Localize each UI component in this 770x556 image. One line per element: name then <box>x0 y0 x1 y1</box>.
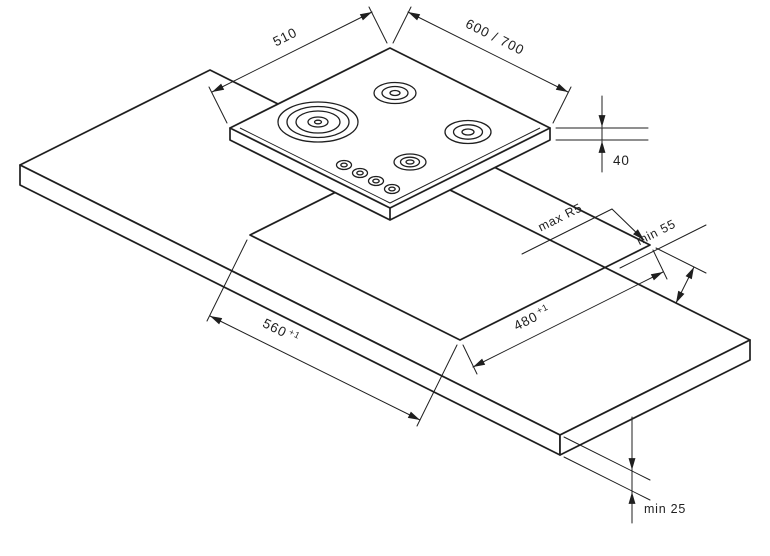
burner-right <box>444 119 492 145</box>
cutout-width-tolerance: +1 <box>287 327 302 341</box>
extension-line <box>368 6 388 44</box>
corner-radius-label: max R5 <box>536 201 585 235</box>
control-knob-cap <box>356 170 364 176</box>
dim-hob-height: 40 <box>555 95 649 173</box>
leader-line <box>611 208 645 241</box>
dimension-line <box>209 315 421 421</box>
extension-line <box>655 247 707 274</box>
burner-rear-center <box>389 89 401 97</box>
dim-countertop-thickness: min 25 <box>563 416 686 524</box>
countertop-thickness-label: min 25 <box>644 502 686 516</box>
leader-shelf <box>619 224 707 269</box>
dimension-line <box>407 11 569 93</box>
cooktop-thickness-edges <box>229 127 551 221</box>
hob-height-label: 40 <box>613 153 630 168</box>
rear-clearance-label: min 55 <box>634 217 678 248</box>
cutout-depth-tolerance: +1 <box>535 302 550 316</box>
extension-line <box>208 86 228 124</box>
extension-line <box>462 344 478 375</box>
extension-line <box>206 239 248 322</box>
burner-rear <box>373 81 417 105</box>
cutout-width-value: 560 <box>260 316 289 341</box>
control-knob-cap <box>340 162 348 168</box>
burner-front <box>393 153 427 171</box>
extension-line <box>416 344 458 427</box>
control-knob-cap <box>372 178 380 184</box>
extension-line <box>552 86 572 124</box>
dimension-line <box>211 11 373 93</box>
hob-width-label: 600 / 700 <box>463 16 527 58</box>
countertop-right-face <box>559 339 751 456</box>
burner-right-center <box>461 128 475 136</box>
dimension-line <box>675 266 695 304</box>
leader-shelf <box>521 208 613 255</box>
extension-line <box>563 436 651 481</box>
burner-wok-center <box>313 119 323 125</box>
control-knobs <box>335 159 401 195</box>
control-knob-cap <box>388 186 396 192</box>
burner-front-center <box>405 159 415 165</box>
dimension-line <box>472 271 664 368</box>
extension-line <box>652 249 668 280</box>
extension-line <box>563 456 651 501</box>
burner-wok <box>277 101 359 143</box>
cooktop-rim-line <box>239 127 541 204</box>
hob-depth-label: 510 <box>270 25 299 50</box>
